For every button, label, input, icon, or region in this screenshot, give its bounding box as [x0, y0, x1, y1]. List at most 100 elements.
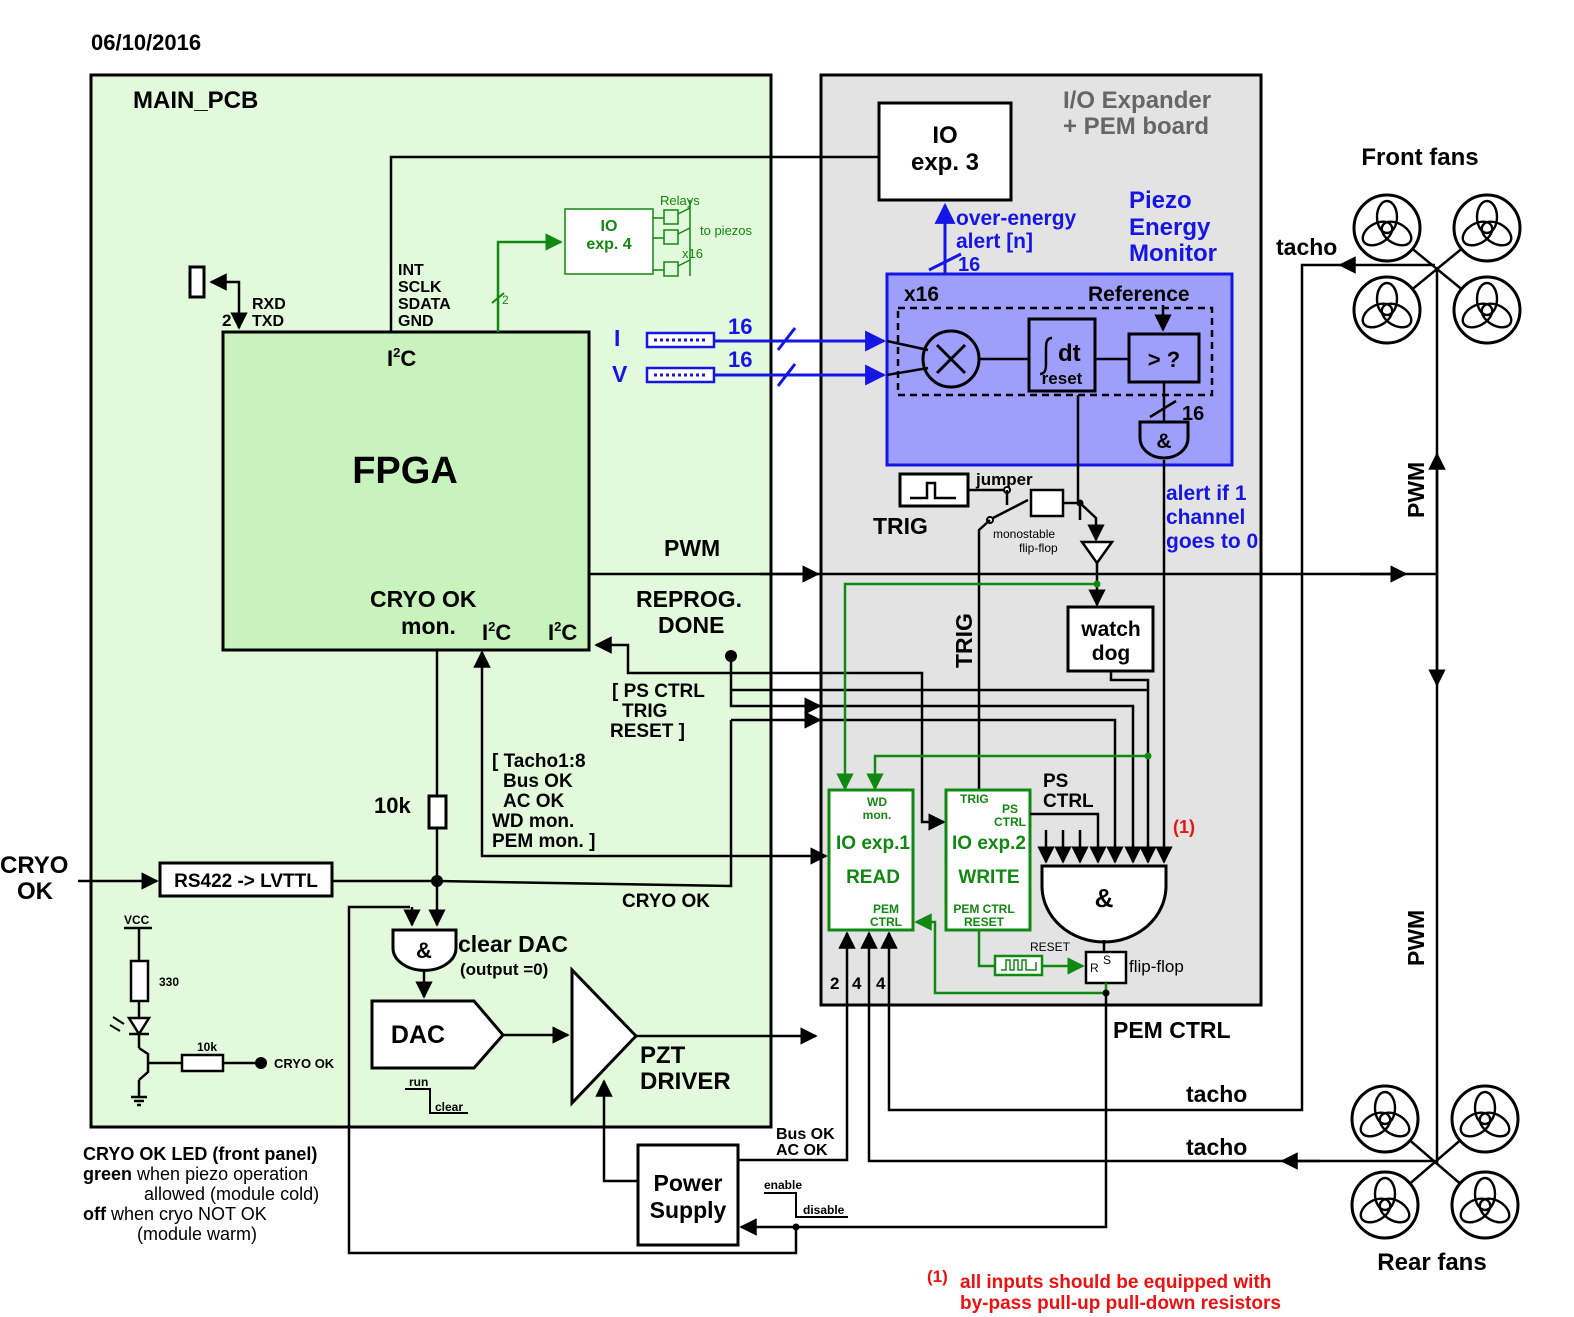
tacho-group-2: Bus OK — [503, 771, 573, 792]
reset-label: RESET — [1030, 940, 1071, 954]
i2c-bottom-label-2: I2C — [548, 619, 577, 645]
integrator-block — [1027, 317, 1097, 393]
bus-ok-label: Bus OK — [776, 1126, 835, 1143]
clear-label: clear — [435, 1100, 463, 1114]
led-note-4: off when cryo NOT OK — [83, 1204, 267, 1224]
pem-title-2: Energy — [1129, 214, 1211, 241]
rear-tacho-label: tacho — [1186, 1134, 1247, 1160]
io-exp2-block — [944, 788, 1032, 932]
pem-title-1: Piezo — [1129, 187, 1192, 214]
rxd-label: RXD — [252, 296, 286, 313]
io-board-label-1: I/O Expander — [1063, 87, 1211, 114]
tacho-group-5: PEM mon. ] — [492, 831, 595, 852]
io-exp4-bus-count: 2 — [502, 293, 509, 307]
io-exp1-block — [827, 788, 915, 932]
pwm-down-label: PWM — [1403, 910, 1429, 966]
front-fan-3 — [1352, 275, 1422, 345]
resistor-330 — [129, 959, 150, 1003]
io-exp2-pem-2: RESET — [964, 915, 1005, 929]
resistor-10k-led-label: 10k — [197, 1040, 217, 1054]
x16-small-label: x16 — [682, 246, 703, 261]
bus-count-4a: 4 — [852, 974, 862, 993]
io-exp3-block — [877, 101, 1013, 202]
relays-label: Relays — [660, 193, 700, 208]
rear-fan-2 — [1450, 1084, 1520, 1154]
fpga-label: FPGA — [352, 450, 458, 492]
txd-label: TXD — [252, 313, 284, 330]
watchdog-label-2: dog — [1092, 642, 1130, 665]
led-note-1: CRYO OK LED (front panel) — [83, 1144, 317, 1164]
led-note-3: allowed (module cold) — [144, 1184, 319, 1204]
front-tacho-label: tacho — [1276, 234, 1337, 260]
ff-s: S — [1103, 953, 1111, 967]
io-exp2-pem-1: PEM CTRL — [953, 902, 1014, 916]
trig-label-main: TRIG — [873, 513, 928, 539]
monostable-label-1: monostable — [993, 527, 1055, 541]
pem-title-3: Monitor — [1129, 240, 1217, 267]
io-exp2-name: IO exp.2 — [952, 833, 1026, 854]
comparator-label: > ? — [1148, 347, 1180, 372]
io-exp4-bus — [496, 233, 563, 332]
led-note-5: (module warm) — [137, 1224, 257, 1244]
ff-label: flip-flop — [1129, 957, 1184, 976]
front-tacho-line — [880, 263, 1346, 1112]
main-pcb-label: MAIN_PCB — [133, 87, 258, 114]
led-note-2: green when piezo operation — [83, 1164, 308, 1184]
io-exp2-ps-1: PS — [1002, 802, 1018, 816]
front-fans-label: Front fans — [1361, 144, 1478, 171]
jumper-label: jumper — [975, 470, 1033, 489]
i2c-sdata-label: SDATA — [398, 296, 451, 313]
to-piezos-label: to piezos — [700, 223, 753, 238]
big-and-symbol: & — [1095, 883, 1114, 913]
dac-label: DAC — [391, 1021, 445, 1049]
alert-label-3: goes to 0 — [1166, 530, 1258, 553]
vcc-label: VCC — [124, 913, 150, 927]
tacho-bus-line — [473, 650, 828, 865]
front-fan-1 — [1352, 193, 1422, 263]
or-buffer — [1079, 540, 1115, 566]
watchdog-label-1: watch — [1080, 618, 1141, 641]
io-exp3-label-2: exp. 3 — [911, 149, 979, 176]
footnote-line-2: by-pass pull-up pull-down resistors — [960, 1293, 1281, 1314]
io-exp2-write: WRITE — [958, 867, 1019, 888]
power-supply-block — [636, 1143, 740, 1247]
i2c-sclk-label: SCLK — [398, 279, 442, 296]
v-count: 16 — [728, 347, 752, 372]
pwm-up-label: PWM — [1403, 462, 1429, 518]
transistor-icon — [131, 1046, 182, 1107]
io-exp1-wd-2: mon. — [863, 808, 892, 822]
rear-fan-4 — [1450, 1170, 1520, 1240]
integrator-dt: dt — [1058, 340, 1081, 367]
i2c-bottom-label-1: I2C — [482, 619, 511, 645]
ps-ctrl-group-2: TRIG — [622, 701, 667, 722]
run-label: run — [409, 1075, 428, 1089]
disable-label: disable — [803, 1203, 845, 1217]
io-exp1-read: READ — [846, 867, 900, 888]
alert-label-2: channel — [1166, 506, 1245, 529]
pem-and-symbol: & — [1156, 430, 1171, 453]
green-pem-line — [866, 754, 1148, 791]
power-supply-label-1: Power — [653, 1170, 722, 1196]
pem-x16-label: x16 — [904, 283, 939, 306]
watchdog-block — [1066, 605, 1155, 673]
ff-r: R — [1090, 961, 1099, 975]
ps-ctrl-group-3: RESET ] — [610, 721, 685, 742]
io-exp4-block — [564, 208, 654, 275]
clear-dac-and-symbol: & — [416, 938, 432, 963]
flip-flop-block — [1084, 950, 1128, 985]
i2c-top-label: I2C — [387, 345, 416, 371]
ps-ctrl-label-1: PS — [1043, 771, 1068, 792]
jumper-switch — [992, 498, 1029, 520]
i2c-bus-line — [389, 155, 879, 332]
cryo-ok-mon-label-2: mon. — [401, 613, 456, 639]
green-wd-line — [836, 582, 1097, 791]
resistor-10k-led — [180, 1053, 225, 1073]
pzt-label-1: PZT — [640, 1042, 686, 1069]
power-supply-label-2: Supply — [650, 1197, 727, 1223]
i-label: I — [614, 325, 620, 351]
ps-ctrl-label-2: CTRL — [1043, 791, 1094, 812]
bus-count-4b: 4 — [876, 974, 886, 993]
io-exp2-ps-2: CTRL — [994, 815, 1026, 829]
integrator-reset: reset — [1042, 369, 1083, 388]
